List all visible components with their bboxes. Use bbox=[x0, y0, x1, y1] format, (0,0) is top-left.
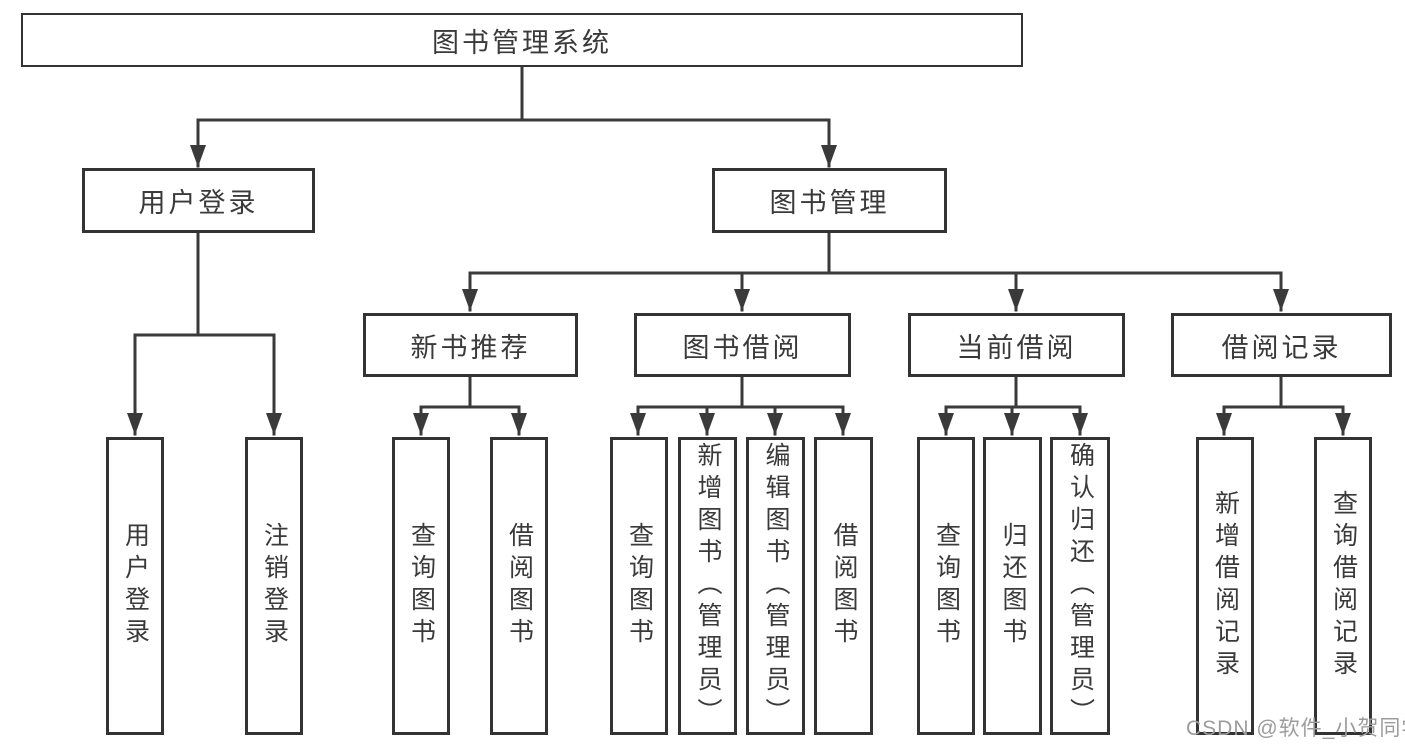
leaf-user-login: 用户登录 bbox=[106, 437, 164, 735]
node-book-mgmt-label: 图书管理 bbox=[769, 188, 890, 218]
connector-borrow-records-bar bbox=[1222, 375, 1345, 409]
leaf-add-book-admin-label: 新增图书（管理员） bbox=[694, 442, 722, 730]
leaf-borrow-books-2-label: 借阅图书 bbox=[830, 522, 858, 650]
leaf-user-login-label: 用户登录 bbox=[121, 522, 150, 650]
leaf-return-book: 归还图书 bbox=[983, 437, 1042, 735]
leaf-confirm-return-admin-label: 确认归还（管理员） bbox=[1066, 442, 1095, 730]
node-current-borrow-label: 当前借阅 bbox=[956, 332, 1077, 363]
leaf-add-book-admin: 新增图书（管理员） bbox=[678, 437, 737, 735]
node-root: 图书管理系统 bbox=[21, 13, 1023, 67]
leaf-borrow-books-recommend-label: 借阅图书 bbox=[505, 522, 534, 650]
node-borrow-records-label: 借阅记录 bbox=[1221, 332, 1342, 363]
connector-root-bar bbox=[196, 65, 831, 122]
connector-current-borrow-bar bbox=[944, 375, 1082, 409]
node-user-login: 用户登录 bbox=[82, 168, 315, 233]
leaf-confirm-return-admin: 确认归还（管理员） bbox=[1050, 437, 1110, 735]
node-book-mgmt: 图书管理 bbox=[712, 168, 947, 233]
watermark: CSDN @软件_小贺同学 bbox=[1186, 717, 1405, 740]
leaf-query-books-current-label: 查询图书 bbox=[932, 522, 961, 650]
node-current-borrow: 当前借阅 bbox=[908, 313, 1125, 377]
node-new-book-recommend-label: 新书推荐 bbox=[410, 332, 531, 363]
connector-book-mgmt-bar bbox=[468, 231, 1283, 275]
node-new-book-recommend: 新书推荐 bbox=[363, 313, 578, 377]
node-book-borrow-label: 图书借阅 bbox=[682, 332, 803, 363]
leaf-borrow-books-2: 借阅图书 bbox=[814, 437, 873, 735]
connector-new-book-bar bbox=[419, 375, 521, 409]
node-book-borrow: 图书借阅 bbox=[634, 313, 851, 377]
node-borrow-records: 借阅记录 bbox=[1171, 313, 1392, 377]
leaf-borrow-books-recommend: 借阅图书 bbox=[490, 437, 548, 735]
leaf-return-book-label: 归还图书 bbox=[999, 522, 1027, 650]
connector-user-login-bar bbox=[133, 231, 276, 337]
leaf-query-books-borrow: 查询图书 bbox=[610, 437, 668, 735]
leaf-edit-book-admin: 编辑图书（管理员） bbox=[746, 437, 805, 735]
leaf-add-borrow-record-label: 新增借阅记录 bbox=[1211, 490, 1240, 682]
leaf-add-borrow-record: 新增借阅记录 bbox=[1196, 437, 1254, 735]
node-root-label: 图书管理系统 bbox=[432, 27, 612, 58]
leaf-query-books-recommend: 查询图书 bbox=[392, 437, 450, 735]
leaf-query-borrow-record-label: 查询借阅记录 bbox=[1329, 490, 1358, 682]
leaf-query-books-recommend-label: 查询图书 bbox=[407, 522, 436, 650]
leaf-query-borrow-record: 查询借阅记录 bbox=[1314, 437, 1372, 735]
leaf-query-books-borrow-label: 查询图书 bbox=[625, 522, 654, 650]
connector-book-borrow-bar bbox=[636, 375, 845, 409]
leaf-edit-book-admin-label: 编辑图书（管理员） bbox=[762, 442, 790, 730]
node-user-login-label: 用户登录 bbox=[138, 188, 259, 218]
leaf-logout-label: 注销登录 bbox=[260, 522, 289, 650]
leaf-query-books-current: 查询图书 bbox=[917, 437, 975, 735]
leaf-logout: 注销登录 bbox=[245, 437, 303, 735]
